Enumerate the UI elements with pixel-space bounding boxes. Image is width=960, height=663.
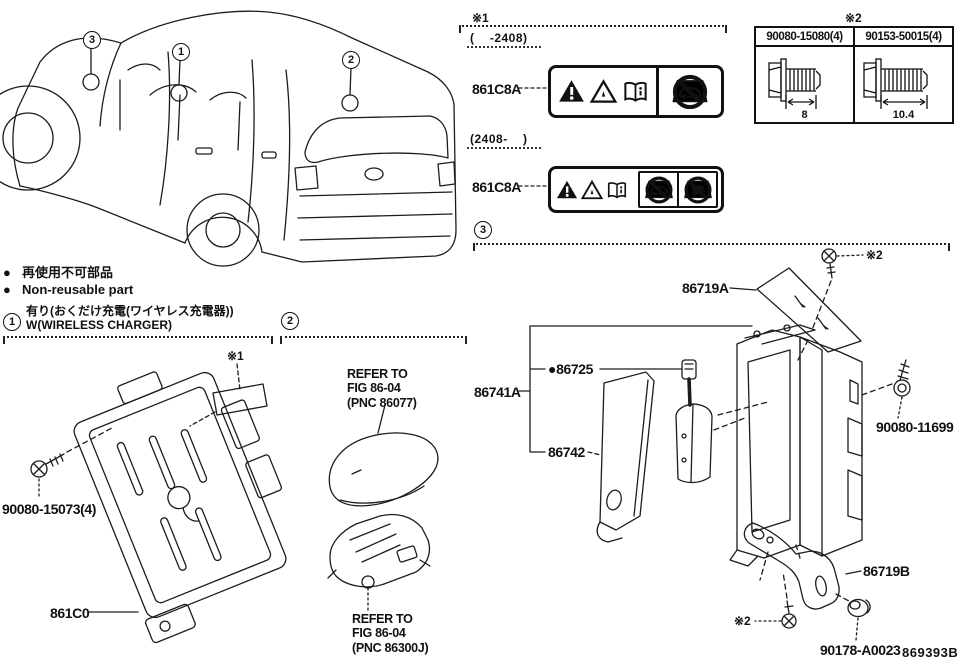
caution-label-late	[548, 166, 724, 213]
date-range-early: ( -2408)	[470, 31, 528, 45]
screw-ref2-bottom-icon	[754, 600, 797, 629]
date-late-underline	[467, 147, 541, 149]
part-label-86741a[interactable]: 86741A	[474, 384, 521, 400]
plate-86742-drawing	[587, 371, 655, 543]
refer-line: (PNC 86300J)	[352, 640, 429, 655]
section-1-note-en: W(WIRELESS CHARGER)	[26, 318, 172, 332]
part-label-86719b[interactable]: 86719B	[863, 563, 910, 579]
manual-book-icon	[607, 181, 627, 198]
part-label-861c8a-2[interactable]: 861C8A	[472, 179, 521, 195]
refer-line: REFER TO	[352, 612, 413, 626]
section-3-bracket	[473, 243, 950, 253]
fastener-part-no[interactable]: 90153-50015(4)	[855, 28, 952, 47]
prohibition-icons-group	[638, 171, 718, 208]
caution-icons-group	[551, 169, 638, 210]
antenna-86725-drawing	[599, 359, 746, 484]
part-label-90178-a0023[interactable]: 90178-A0023	[820, 642, 901, 658]
bolt-drawing	[862, 58, 928, 109]
fastener-col-1: 90080-15080(4) 8	[756, 28, 853, 122]
legend-non-reusable-jp: 再使用不可部品	[22, 265, 114, 280]
warning-triangle-filled-icon	[559, 80, 584, 102]
module-86741a-drawing	[717, 324, 863, 567]
warning-triangle-outline-icon	[581, 179, 603, 199]
ref2-marker-top: ※2	[866, 248, 883, 262]
section-2-number[interactable]: 2	[281, 312, 299, 330]
bolt-length-dim: 10.4	[892, 109, 915, 121]
manual-book-icon	[624, 81, 647, 102]
bracket-86719a-drawing	[729, 267, 862, 353]
ref2-marker-table: ※2	[845, 11, 862, 25]
section-2-bracket	[280, 336, 467, 346]
bolt-drawing	[767, 58, 821, 109]
section-1-number[interactable]: 1	[3, 313, 21, 331]
label-divider	[656, 68, 659, 115]
diagram-code: 869393B	[902, 645, 959, 660]
refer-line: REFER TO	[347, 367, 408, 381]
part-label-86719a[interactable]: 86719A	[682, 280, 729, 296]
part-label-90080-11699[interactable]: 90080-11699	[876, 419, 954, 435]
no-car-prohibition-icon	[672, 74, 708, 109]
antenna-cover-drawing	[328, 404, 439, 507]
legend-bullet: ●	[3, 265, 11, 280]
car-callout-3[interactable]: 3	[83, 31, 101, 49]
screw-90080-15073-icon	[30, 453, 65, 478]
nut-90178-a0023-icon	[847, 598, 871, 641]
bolt-length-dim: 8	[801, 109, 808, 121]
date-range-late: (2408- )	[470, 132, 528, 146]
bracket-86719b-drawing	[743, 522, 862, 610]
ref2-marker-bottom: ※2	[734, 614, 751, 628]
car-illustration	[0, 10, 457, 267]
fastener-col-2: 90153-50015(4) 10.4	[853, 28, 952, 122]
part-label-861c8a-1[interactable]: 861C8A	[472, 81, 521, 97]
ref1-marker-top: ※1	[472, 11, 489, 25]
car-location-markers	[82, 47, 359, 112]
fastener-part-no[interactable]: 90080-15080(4)	[756, 28, 853, 47]
no-car-prohibition-icon	[644, 176, 673, 203]
refer-line: FIG 86-04	[347, 381, 401, 396]
refer-line: (PNC 86077)	[347, 395, 417, 410]
non-reusable-bullet: ●	[548, 361, 557, 377]
warning-triangle-filled-icon	[556, 180, 578, 198]
section-1-bracket	[3, 336, 273, 346]
part-number[interactable]: 86725	[556, 361, 593, 377]
legend-bullet: ●	[3, 282, 11, 297]
screw-90080-11699-icon	[861, 359, 911, 419]
part-861c0-drawing	[30, 363, 287, 644]
ref1-bracket	[459, 25, 727, 35]
caution-label-early	[548, 65, 724, 118]
part-label-86742[interactable]: 86742	[548, 444, 585, 460]
no-screen-prohibition-icon	[683, 176, 712, 203]
warning-triangle-outline-icon	[590, 79, 617, 103]
antenna-base-drawing	[327, 513, 431, 611]
refer-line: FIG 86-04	[352, 626, 406, 641]
legend-non-reusable-en: Non-reusable part	[22, 282, 134, 297]
ref1-marker-section1: ※1	[227, 349, 244, 363]
section-1-note-jp: 有り(おくだけ充電(ワイヤレス充電器))	[26, 304, 234, 318]
part-label-86725[interactable]: ●86725	[548, 362, 593, 376]
part-label-90080-15073[interactable]: 90080-15073(4)	[2, 501, 97, 517]
date-early-underline	[467, 46, 541, 48]
section-3-number[interactable]: 3	[474, 221, 492, 239]
part-label-861c0[interactable]: 861C0	[50, 605, 90, 621]
car-callout-2[interactable]: 2	[342, 51, 360, 69]
ref1-label-sticker	[212, 383, 268, 416]
screw-ref2-top-icon	[797, 248, 864, 361]
bracket-86741a-callout-lines	[518, 325, 753, 453]
car-callout-1[interactable]: 1	[172, 43, 190, 61]
fastener-table: 90080-15080(4) 8 90153-50015(4)	[754, 26, 954, 124]
caution-icons-group	[551, 68, 656, 115]
